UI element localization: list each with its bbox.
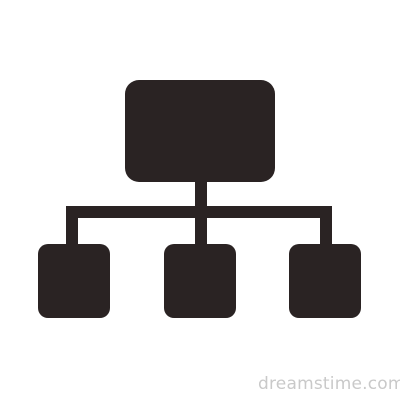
center-child-node — [164, 244, 236, 318]
right-child-node — [289, 244, 361, 318]
left-child-node — [38, 244, 110, 318]
top-node — [125, 80, 275, 182]
center-drop-connector — [195, 206, 207, 250]
trunk-connector — [195, 180, 207, 212]
left-drop-connector — [66, 206, 78, 250]
icon-shapes — [38, 80, 361, 318]
right-drop-connector — [320, 206, 332, 250]
watermark-logo: dreamstime.com — [258, 374, 400, 394]
